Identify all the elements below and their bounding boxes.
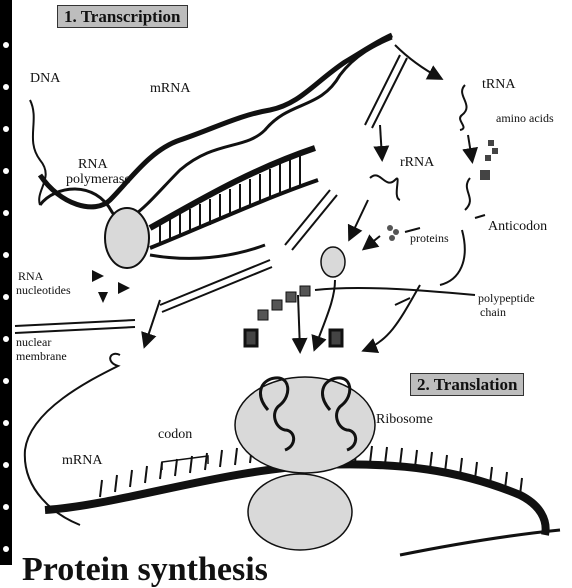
nuclear-membrane-label-2: membrane: [16, 350, 67, 362]
translation-heading: 2. Translation: [410, 373, 524, 396]
codon-label: codon: [158, 428, 192, 442]
polypeptide-chain-label-2: chain: [480, 306, 506, 318]
rna-polymerase-shape: [105, 208, 149, 268]
protein-synthesis-diagram: 1. Transcription 2. Translation DNA mRNA…: [0, 0, 572, 565]
transcribed-mrna: [150, 148, 318, 258]
rna-nucleotides-label-2: nucleotides: [16, 284, 71, 296]
codon-bracket: [162, 456, 208, 470]
mrna-label-bottom: mRNA: [62, 454, 102, 468]
rna-polymerase-label-2: polymerase: [66, 173, 131, 187]
rna-nucleotides-label-1: RNA: [18, 270, 43, 282]
rna-nucleotides-shapes: [92, 270, 130, 303]
polypeptide-chain-label-1: polypeptide: [478, 292, 535, 304]
proteins-label: proteins: [410, 232, 449, 244]
protein-dots: [387, 225, 399, 241]
transcription-heading: 1. Transcription: [57, 5, 188, 28]
dna-label: DNA: [30, 72, 60, 86]
exit-line: [400, 530, 560, 555]
page-title: Protein synthesis: [22, 553, 268, 587]
rrna-label: rRNA: [400, 156, 434, 170]
amino-acids-label: amino acids: [496, 112, 554, 124]
polypeptide-chain-shape: [258, 286, 475, 320]
mrna-label-top: mRNA: [150, 82, 190, 96]
rna-polymerase-label-1: RNA: [78, 158, 108, 172]
anticodon-label: Anticodon: [488, 220, 547, 234]
trna-label: tRNA: [482, 78, 515, 92]
nuclear-membrane-label-1: nuclear: [16, 336, 51, 348]
amino-acid-squares: [480, 140, 498, 180]
protein-blob: [321, 247, 345, 277]
ribosome-label: Ribosome: [376, 413, 433, 427]
